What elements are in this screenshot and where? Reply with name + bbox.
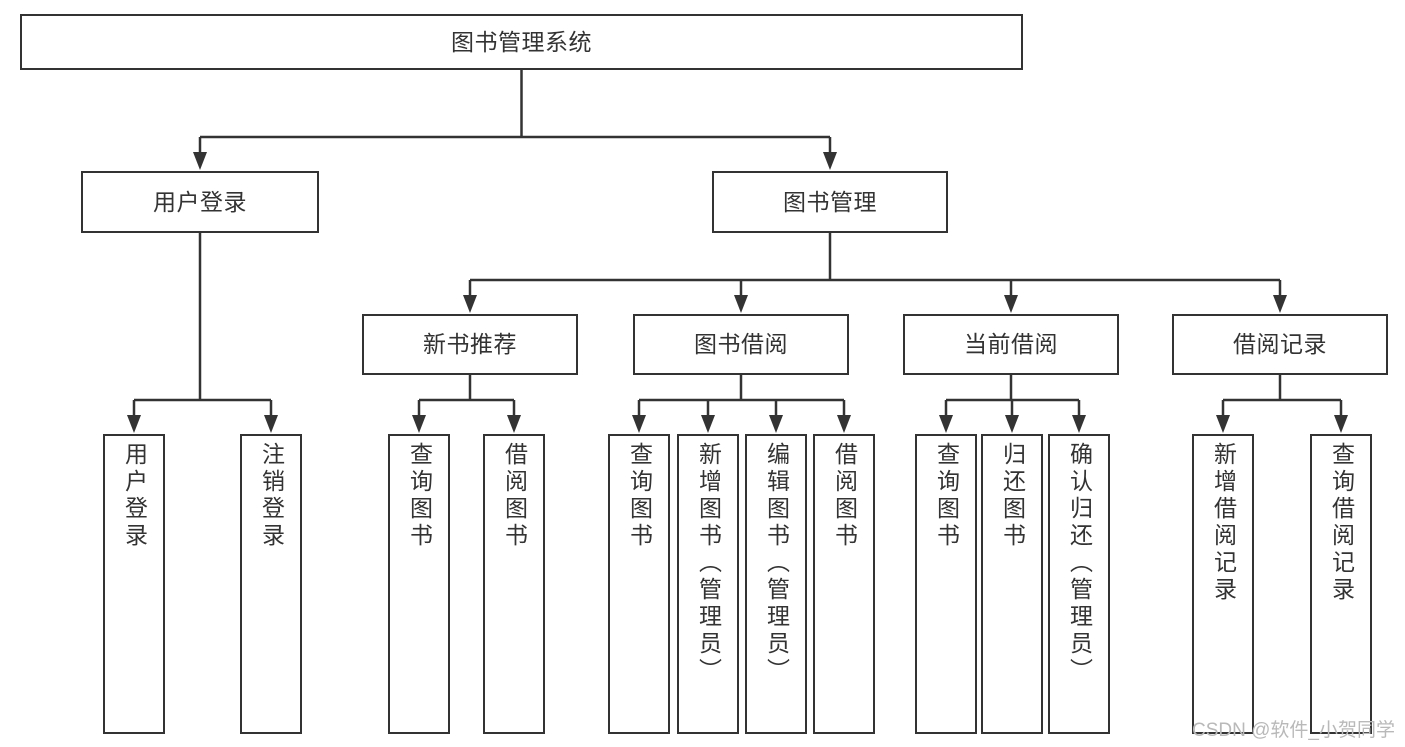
edge-arrowhead	[734, 295, 748, 313]
node-leaf-return-book: 归还图书	[981, 434, 1043, 734]
node-borrow-record: 借阅记录	[1172, 314, 1388, 375]
node-leaf-add-record: 新增借阅记录	[1192, 434, 1254, 734]
node-leaf-user-logout: 注销登录	[240, 434, 302, 734]
node-label-leaf-borrow-book-a: 借阅图书	[501, 442, 528, 550]
edge-arrowhead	[264, 415, 278, 433]
edge-arrowhead	[1072, 415, 1086, 433]
node-leaf-query-book-a: 查询图书	[388, 434, 450, 734]
node-user-login: 用户登录	[81, 171, 319, 233]
edge-arrowhead	[939, 415, 953, 433]
edge-arrowhead	[701, 415, 715, 433]
node-leaf-query-book-b: 查询图书	[608, 434, 670, 734]
node-label-borrow-record: 借阅记录	[1233, 331, 1327, 358]
node-label-leaf-query-book-c: 查询图书	[933, 442, 960, 550]
node-label-book-mgmt: 图书管理	[783, 188, 877, 215]
node-leaf-edit-book: 编辑图书（管理员）	[745, 434, 807, 734]
node-label-leaf-user-logout: 注销登录	[258, 442, 285, 550]
edge-arrowhead	[412, 415, 426, 433]
node-label-leaf-confirm-return: 确认归还（管理员）	[1066, 442, 1093, 685]
node-label-leaf-query-book-a: 查询图书	[406, 442, 433, 550]
node-label-leaf-user-login: 用户登录	[121, 442, 148, 550]
node-label-book-borrow: 图书借阅	[694, 331, 788, 358]
node-new-book-rec: 新书推荐	[362, 314, 578, 375]
edge-arrowhead	[1273, 295, 1287, 313]
node-book-borrow: 图书借阅	[633, 314, 849, 375]
node-label-current-borrow: 当前借阅	[964, 331, 1058, 358]
edge-arrowhead	[837, 415, 851, 433]
edge-arrowhead	[823, 152, 837, 170]
edge-arrowhead	[127, 415, 141, 433]
edge-arrowhead	[463, 295, 477, 313]
node-label-leaf-query-record: 查询借阅记录	[1328, 442, 1355, 604]
node-leaf-confirm-return: 确认归还（管理员）	[1048, 434, 1110, 734]
node-leaf-user-login: 用户登录	[103, 434, 165, 734]
node-leaf-query-record: 查询借阅记录	[1310, 434, 1372, 734]
edge-arrowhead	[769, 415, 783, 433]
node-root: 图书管理系统	[20, 14, 1023, 70]
node-label-user-login: 用户登录	[153, 188, 247, 215]
node-label-leaf-edit-book: 编辑图书（管理员）	[763, 442, 790, 685]
node-label-leaf-return-book: 归还图书	[999, 442, 1026, 550]
node-leaf-borrow-book-b: 借阅图书	[813, 434, 875, 734]
node-leaf-borrow-book-a: 借阅图书	[483, 434, 545, 734]
edge-arrowhead	[632, 415, 646, 433]
edge-arrowhead	[1216, 415, 1230, 433]
node-label-root: 图书管理系统	[451, 28, 592, 55]
node-current-borrow: 当前借阅	[903, 314, 1119, 375]
node-label-leaf-query-book-b: 查询图书	[626, 442, 653, 550]
node-label-leaf-borrow-book-b: 借阅图书	[831, 442, 858, 550]
edge-arrowhead	[1334, 415, 1348, 433]
node-label-leaf-add-record: 新增借阅记录	[1210, 442, 1237, 604]
node-label-new-book-rec: 新书推荐	[423, 331, 517, 358]
edge-arrowhead	[1004, 295, 1018, 313]
node-label-leaf-add-book: 新增图书（管理员）	[695, 442, 722, 685]
node-leaf-query-book-c: 查询图书	[915, 434, 977, 734]
edge-arrowhead	[1005, 415, 1019, 433]
node-book-mgmt: 图书管理	[712, 171, 948, 233]
edge-arrowhead	[193, 152, 207, 170]
edge-arrowhead	[507, 415, 521, 433]
node-leaf-add-book: 新增图书（管理员）	[677, 434, 739, 734]
